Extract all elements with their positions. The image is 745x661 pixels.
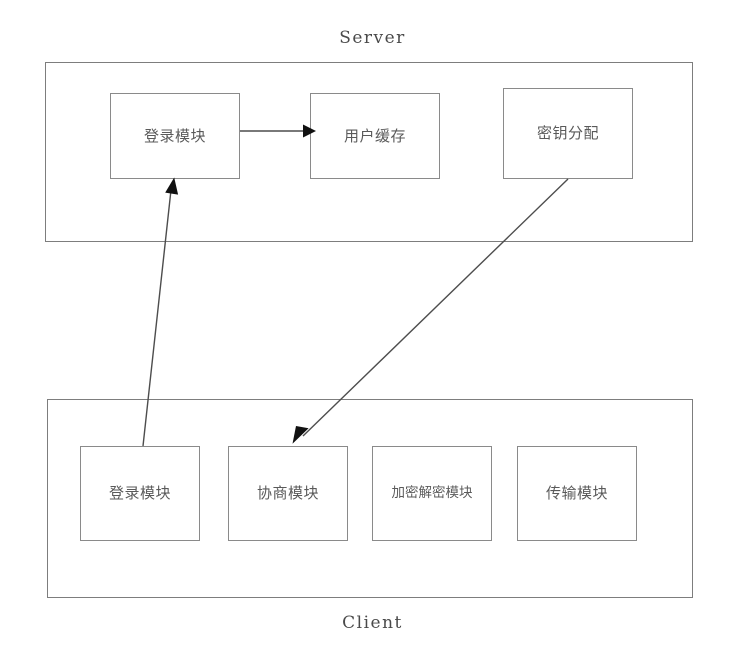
module-label-server-cache: 用户缓存 — [343, 126, 406, 145]
module-label-server-login: 登录模块 — [143, 126, 206, 145]
module-box-server-login[interactable]: 登录模块 — [110, 93, 240, 179]
module-label-client-crypto: 加密解密模块 — [391, 484, 473, 501]
module-label-server-key: 密钥分配 — [536, 124, 599, 142]
module-label-client-login: 登录模块 — [108, 484, 171, 502]
tier-label-client: Client — [342, 613, 403, 633]
tier-label-server: Server — [339, 28, 406, 48]
module-box-client-crypto[interactable]: 加密解密模块 — [372, 446, 492, 541]
module-label-client-transmit: 传输模块 — [545, 484, 608, 502]
module-box-client-transmit[interactable]: 传输模块 — [517, 446, 637, 541]
module-label-client-negotiation: 协商模块 — [256, 484, 319, 502]
module-box-client-negotiation[interactable]: 协商模块 — [228, 446, 348, 541]
module-box-server-cache[interactable]: 用户缓存 — [310, 93, 440, 179]
module-box-client-login[interactable]: 登录模块 — [80, 446, 200, 541]
module-box-server-key[interactable]: 密钥分配 — [503, 88, 633, 179]
